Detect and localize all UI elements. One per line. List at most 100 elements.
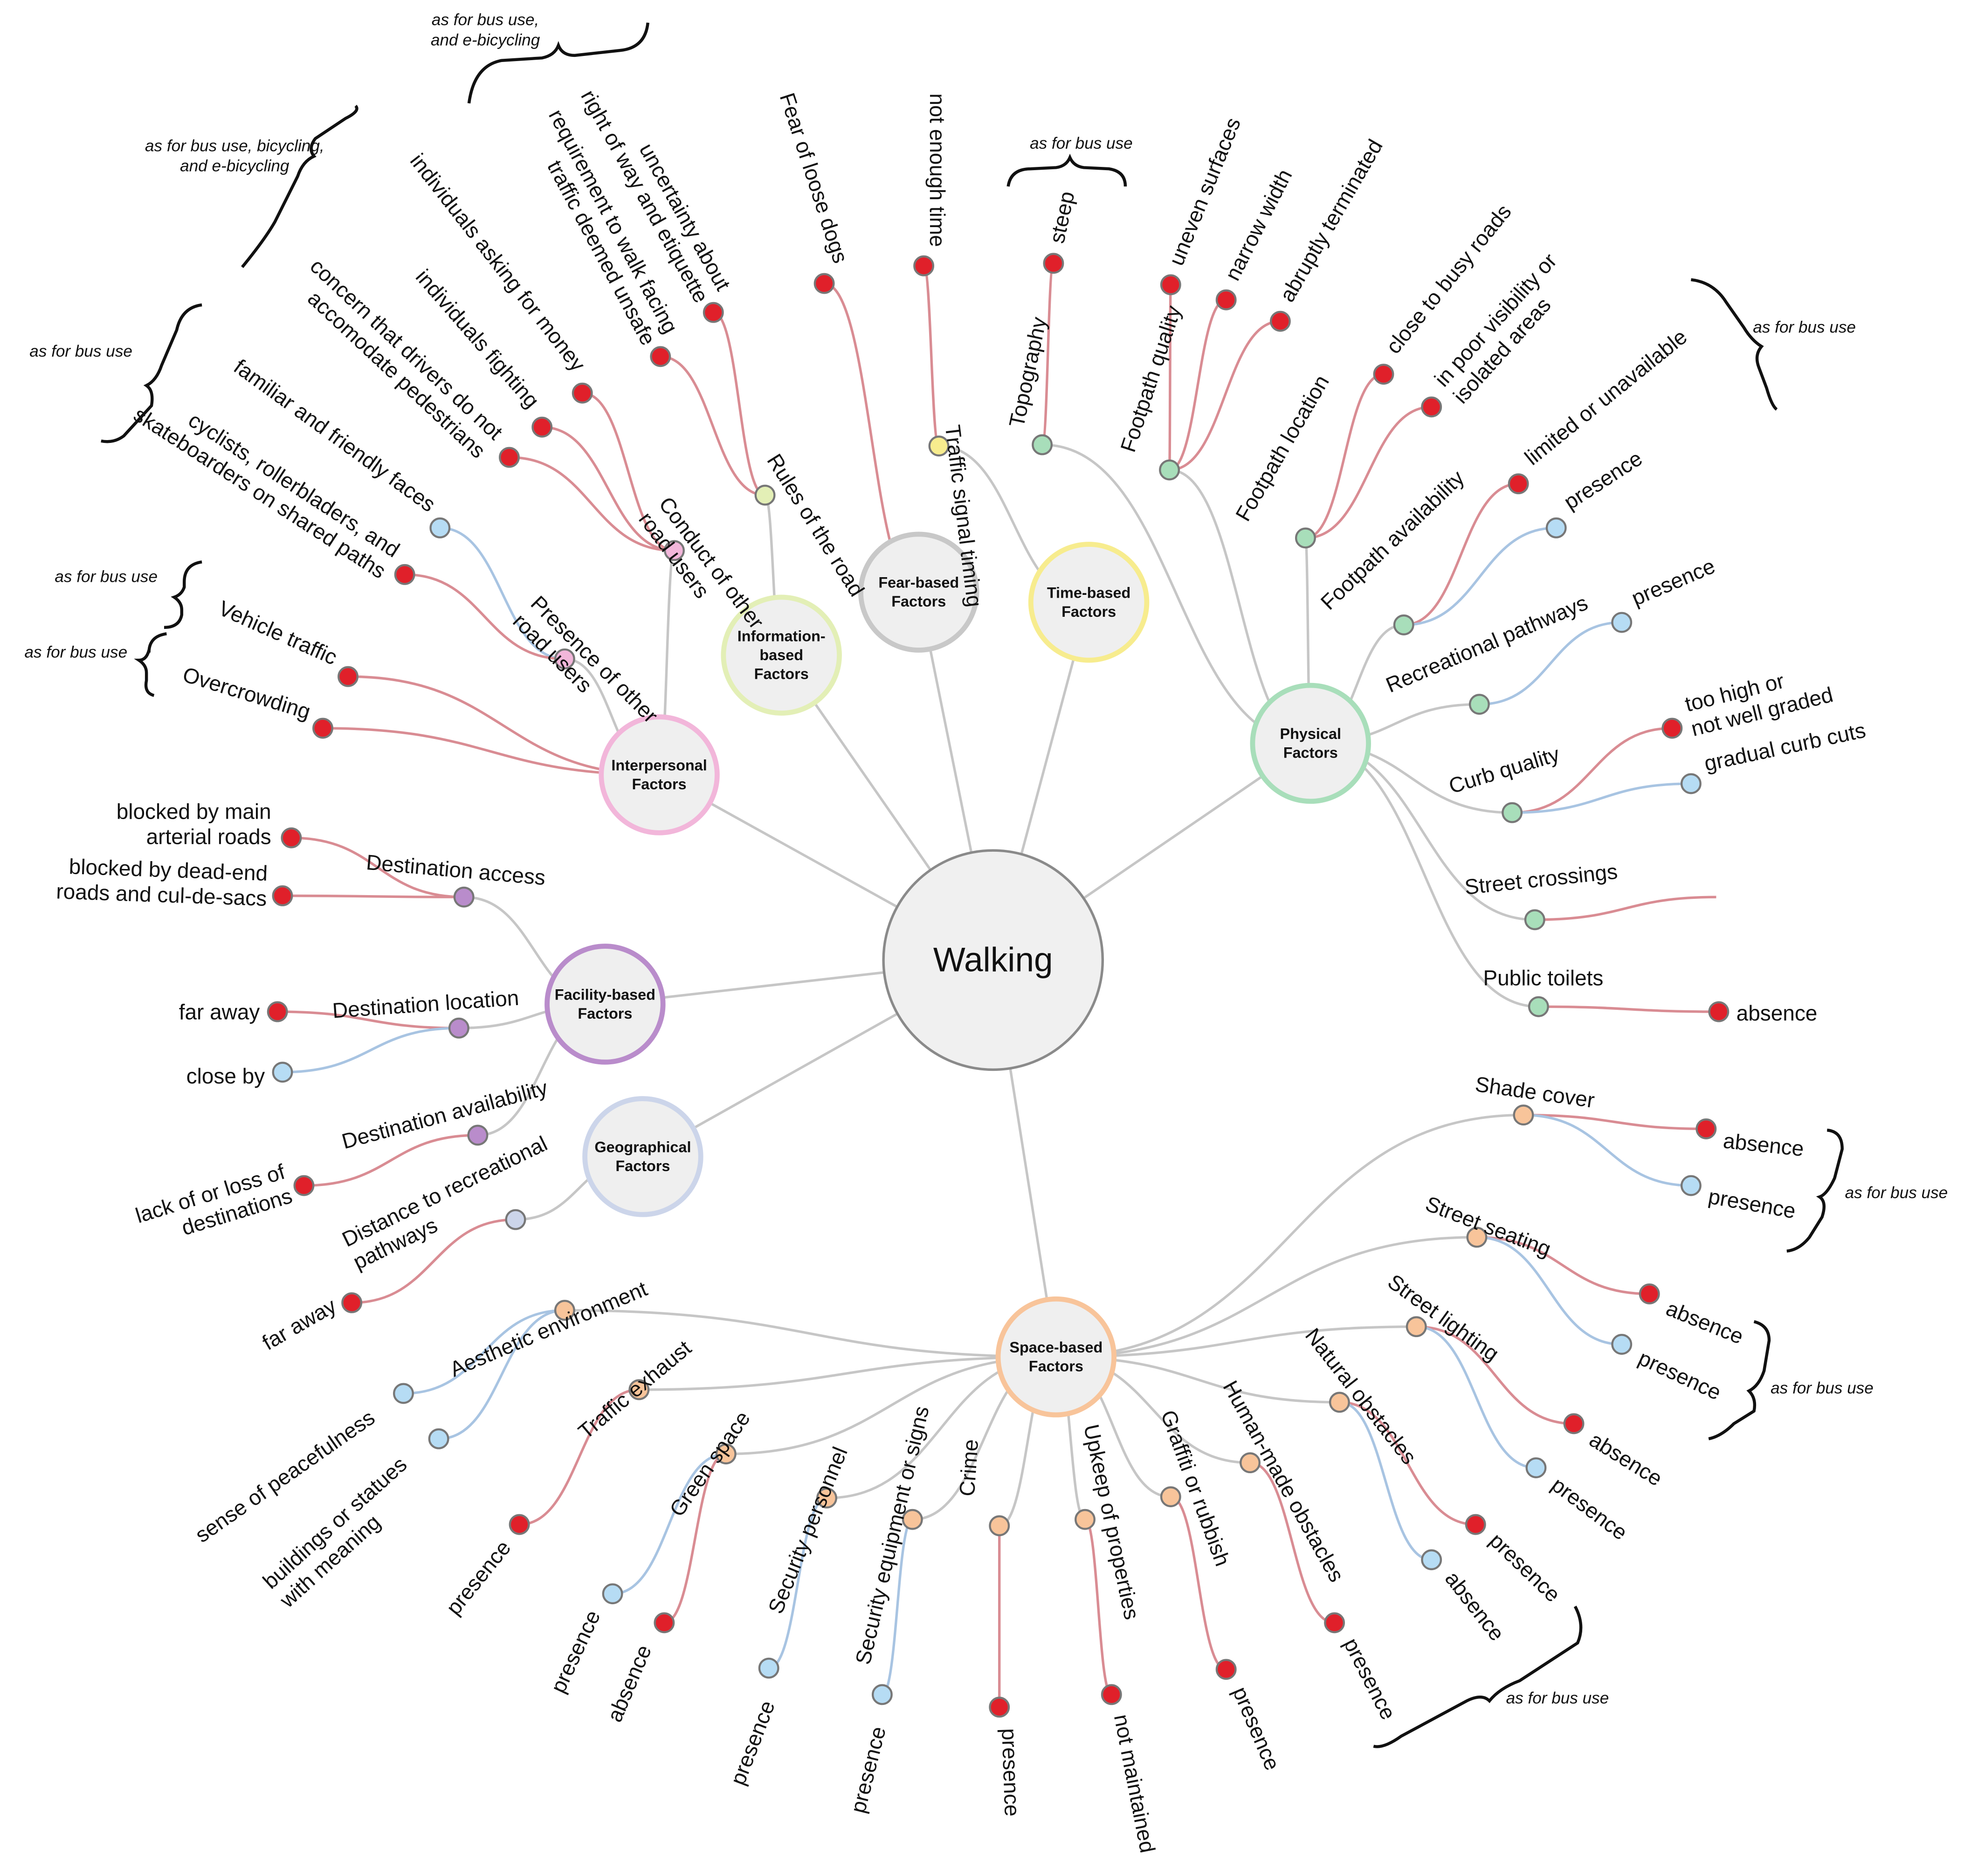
label-pers-presence: presence: [725, 1697, 779, 1788]
note-bus-bottom: as for bus use: [1506, 1689, 1609, 1707]
node-aesthetic: [554, 1300, 575, 1321]
label-lighting: Street lighting: [1384, 1269, 1504, 1366]
node-drivers-accommodate: [499, 447, 520, 468]
label-rules: Rules of the road: [762, 449, 869, 600]
edge-narrow: [1169, 298, 1227, 471]
brace-bus-overcrowd: [134, 632, 167, 697]
label-dead-end: blocked by dead-endroads and cul-de-sacs: [56, 854, 268, 910]
node-close-by: [272, 1062, 293, 1083]
label-topography: Topography: [1004, 315, 1051, 429]
brace-bus-inter: [101, 303, 202, 443]
node-shade: [1513, 1104, 1534, 1126]
node-green-presence: [602, 1583, 623, 1605]
hub-geo: [582, 1096, 703, 1217]
node-green-absence: [654, 1612, 675, 1634]
node-layer: [267, 253, 1730, 1718]
node-uneven: [1160, 274, 1181, 296]
label-green-presence: presence: [546, 1607, 605, 1697]
label-nat-absence: absence: [1440, 1566, 1509, 1645]
label-light-absence: absence: [1585, 1427, 1667, 1490]
brace-bus-bike-ebike: [241, 104, 358, 268]
node-vehicle-traffic: [338, 666, 358, 687]
edge-close-by: [283, 1027, 459, 1074]
label-shade-absence: absence: [1722, 1128, 1805, 1161]
node-natural-obst: [1329, 1392, 1350, 1413]
edge-light-presence: [1416, 1325, 1536, 1469]
node-dest-location: [448, 1017, 469, 1039]
node-loose-dogs: [813, 273, 835, 294]
node-equip-presence: [871, 1684, 893, 1705]
label-crime-presence: presence: [997, 1728, 1025, 1817]
edge-shade-presence: [1523, 1113, 1691, 1187]
edge-far-away-1: [277, 1010, 459, 1029]
hub-facility: [544, 944, 666, 1065]
edge-seat-presence: [1476, 1236, 1622, 1346]
node-peacefulness: [393, 1383, 414, 1404]
node-limited: [1508, 473, 1529, 495]
node-narrow: [1215, 289, 1237, 310]
node-presence-others: [554, 648, 575, 669]
hub-info: [721, 594, 842, 716]
node-graffiti: [1160, 1486, 1181, 1507]
node-loss-dest: [293, 1175, 315, 1196]
node-dest-availability: [467, 1124, 489, 1146]
node-not-enough-time: [913, 255, 935, 276]
label-vehicle-traffic: Vehicle traffic: [215, 596, 341, 669]
edge-steep: [1041, 262, 1055, 446]
edge-light-absence: [1416, 1325, 1574, 1425]
brace-bus-seating: [1708, 1320, 1771, 1441]
edge-friendly-faces: [440, 526, 565, 661]
node-dist-rec: [505, 1209, 526, 1230]
center-label: Walking: [933, 941, 1053, 979]
node-conduct: [664, 540, 685, 561]
note-bus-topography: as for bus use: [1030, 134, 1133, 152]
label-not-maintained: not maintained: [1110, 1712, 1160, 1855]
label-far-away-1: far away: [179, 1000, 260, 1024]
edge-exhaust: [639, 1355, 1056, 1391]
node-poor-visibility: [1421, 396, 1442, 418]
label-sec-equip: Security equipment or signs: [850, 1404, 933, 1667]
hub-fear: [858, 531, 979, 653]
edge-busy-roads: [1305, 372, 1384, 539]
edge-aesthetic: [565, 1309, 1056, 1359]
node-dest-access: [453, 886, 475, 908]
label-seating: Street seating: [1422, 1191, 1554, 1261]
node-rp-presence: [1611, 612, 1633, 633]
note-bus-footpath: as for bus use: [1753, 318, 1856, 336]
node-lighting: [1406, 1316, 1427, 1338]
hub-time: [1028, 542, 1150, 663]
label-seat-absence: absence: [1663, 1296, 1747, 1349]
label-rp-presence: presence: [1628, 553, 1718, 610]
edge-seat-absence: [1476, 1236, 1650, 1296]
label-limited: limited or unavailable: [1520, 324, 1691, 470]
node-human-obst: [1240, 1452, 1261, 1474]
edge-green-absence: [664, 1452, 726, 1624]
node-nat-absence: [1421, 1549, 1442, 1571]
node-not-maintained: [1101, 1684, 1122, 1705]
node-fighting: [531, 416, 553, 438]
label-shade: Shade cover: [1474, 1072, 1596, 1112]
node-exhaust: [628, 1379, 650, 1400]
label-sec-personnel: Security personnel: [763, 1443, 852, 1617]
node-pt-absence: [1708, 1001, 1730, 1022]
node-exhaust-presence: [509, 1514, 530, 1535]
edge-shade: [1056, 1113, 1523, 1359]
label-nat-presence: presence: [1485, 1528, 1565, 1607]
note-bus-ebike: as for bus use,and e-bicycling: [431, 11, 540, 49]
node-seat-presence: [1611, 1334, 1633, 1355]
edge-nat-presence: [1339, 1401, 1476, 1526]
edge-limited: [1404, 483, 1519, 627]
edge-nat-absence: [1339, 1401, 1432, 1561]
label-crime: Crime: [955, 1438, 983, 1497]
label-conduct: Conduct of otherroad users: [634, 492, 769, 648]
label-green-absence: absence: [602, 1642, 656, 1725]
edge-seating: [1056, 1236, 1477, 1359]
node-overcrowding: [312, 717, 333, 739]
node-abrupt: [1269, 310, 1291, 332]
label-dist-rec: Distance to recreationalpathways: [338, 1131, 562, 1274]
